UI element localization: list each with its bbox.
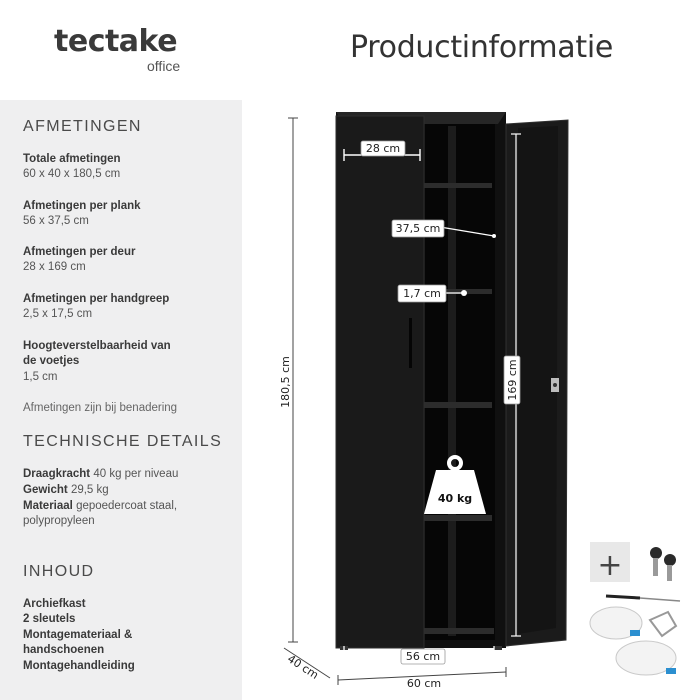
spec-label-feet-2: de voetjes xyxy=(23,355,80,367)
brand-logo: tectake office xyxy=(54,24,194,80)
spec-material-label: Materiaal xyxy=(23,500,73,512)
spec-value-handle: 2,5 x 17,5 cm xyxy=(23,308,93,320)
spec-label-shelf: Afmetingen per plank xyxy=(23,200,141,212)
contents-item: 2 sleutels xyxy=(23,613,76,625)
contents-item: Montagehandleiding xyxy=(23,660,135,672)
shelf-thickness-label: 1,7 cm xyxy=(403,287,441,300)
plus-icon: + xyxy=(597,548,622,583)
accessories: + xyxy=(589,542,681,676)
shelf-depth-dimension: 37,5 cm xyxy=(391,219,496,238)
spec-label-total: Totale afmetingen xyxy=(23,153,121,165)
spec-material: Materiaal gepoedercoat staal, xyxy=(23,500,177,512)
spec-value-door: 28 x 169 cm xyxy=(23,261,86,273)
brand-name: tectake xyxy=(54,24,178,59)
spec-weight-value: 29,5 kg xyxy=(70,484,109,496)
info-panel xyxy=(0,0,242,700)
door-width-dimension: 28 cm xyxy=(343,140,421,161)
spec-weight-label: Gewicht xyxy=(23,484,68,496)
shelf-width-dimension: 56 cm xyxy=(343,646,495,665)
page-title: Productinformatie xyxy=(350,30,614,65)
spec-label-feet-1: Hoogteverstelbaarheid van xyxy=(23,340,171,352)
gloves-icon xyxy=(589,606,677,676)
door-height-label: 169 cm xyxy=(506,359,519,400)
shelf-thickness-dimension: 1,7 cm xyxy=(397,284,467,303)
total-height-label: 180,5 cm xyxy=(279,356,292,408)
screwdriver-icon xyxy=(605,594,681,602)
shelf-width-label: 56 cm xyxy=(406,650,440,663)
spec-load: Draagkracht 40 kg per niveau xyxy=(23,468,178,480)
contents-item: handschoenen xyxy=(23,644,105,656)
spec-load-label: Draagkracht xyxy=(23,468,91,480)
depth-dimension: 40 cm xyxy=(283,647,331,682)
cabinet-illustration xyxy=(335,112,569,650)
width-label: 60 cm xyxy=(407,677,441,690)
mounting-bracket-icon xyxy=(648,610,678,638)
contents-item: Archiefkast xyxy=(23,598,86,610)
spec-load-value: 40 kg per niveau xyxy=(93,468,179,480)
width-dimension: 60 cm xyxy=(337,667,507,690)
brand-sub: office xyxy=(147,58,181,74)
depth-label: 40 cm xyxy=(285,652,321,682)
spec-value-total: 60 x 40 x 180,5 cm xyxy=(23,168,121,180)
door-height-dimension: 169 cm xyxy=(503,133,521,637)
spec-label-door: Afmetingen per deur xyxy=(23,246,136,258)
spec-value-feet: 1,5 cm xyxy=(23,371,58,383)
keys-icon xyxy=(650,547,676,581)
spec-weight: Gewicht 29,5 kg xyxy=(23,484,109,496)
dimensions-note: Afmetingen zijn bij benadering xyxy=(23,402,178,414)
contents-title: INHOUD xyxy=(23,563,95,580)
spec-material-value-2: polypropyleen xyxy=(23,515,95,527)
weight-badge-label: 40 kg xyxy=(438,492,472,505)
weight-badge: 40 kg xyxy=(424,455,486,514)
spec-label-handle: Afmetingen per handgreep xyxy=(23,293,170,305)
technical-title: TECHNISCHE DETAILS xyxy=(23,433,223,450)
total-height-dimension: 180,5 cm xyxy=(279,117,298,643)
door-width-label: 28 cm xyxy=(366,142,400,155)
dimensions-title: AFMETINGEN xyxy=(23,118,142,135)
spec-value-shelf: 56 x 37,5 cm xyxy=(23,215,89,227)
shelf-depth-label: 37,5 cm xyxy=(396,222,441,235)
logo-area xyxy=(0,0,242,100)
spec-material-value-1: gepoedercoat staal, xyxy=(76,500,178,512)
contents-item: Montagemateriaal & xyxy=(23,629,133,641)
